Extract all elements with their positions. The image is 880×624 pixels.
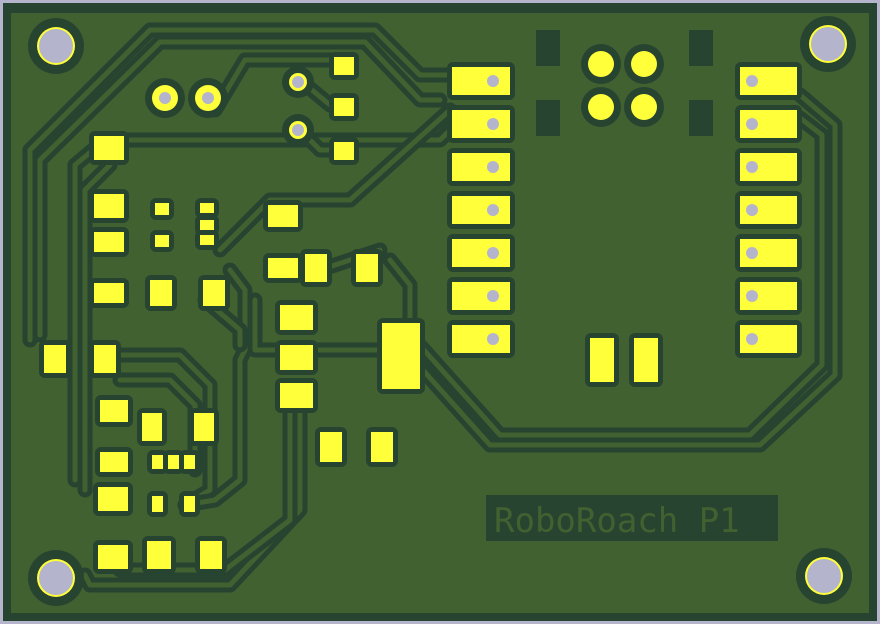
drill-hole	[487, 204, 499, 216]
header-pad-left	[452, 196, 510, 224]
smd-pad	[280, 305, 313, 330]
silkscreen-label: RoboRoach P1	[494, 501, 740, 541]
smd-pad	[200, 203, 214, 213]
smd-pad	[184, 496, 195, 512]
mounting-hole	[811, 27, 845, 61]
smd-pad	[320, 432, 342, 462]
drill-hole	[746, 161, 758, 173]
header-pad-left	[452, 282, 510, 310]
header-pad-left	[452, 325, 510, 353]
button-pad	[588, 94, 614, 120]
smd-pad	[356, 254, 378, 282]
drill-hole	[487, 290, 499, 302]
button-pad	[631, 94, 657, 120]
smd-pad	[280, 345, 313, 370]
smd-pad	[334, 98, 354, 116]
drill-hole	[746, 333, 758, 345]
header-pad-left	[452, 153, 510, 181]
drill-hole	[746, 118, 758, 130]
drill-hole	[487, 118, 499, 130]
smd-pad	[200, 220, 214, 230]
smd-pad	[371, 432, 393, 462]
track	[82, 162, 113, 493]
smd-pad	[194, 413, 214, 441]
mounting-hole	[39, 29, 73, 63]
drill-hole	[487, 333, 499, 345]
drill-hole	[487, 161, 499, 173]
smd-pad	[168, 455, 179, 469]
smd-pad	[155, 235, 169, 247]
smd-pad	[94, 136, 124, 160]
smd-pad	[203, 280, 225, 306]
smd-pad	[100, 400, 128, 422]
drill-hole	[159, 92, 171, 104]
drill-hole	[746, 204, 758, 216]
track	[412, 115, 825, 438]
button-pad	[588, 51, 614, 77]
silkscreen-label-box	[486, 495, 778, 541]
smd-pad	[155, 203, 169, 215]
drill-hole	[292, 124, 304, 136]
drill-hole	[202, 92, 214, 104]
header-pad-left	[452, 110, 510, 138]
smd-pad	[98, 545, 128, 569]
smd-pad	[200, 235, 214, 245]
smd-pad	[590, 338, 614, 382]
track	[217, 107, 453, 253]
smd-pad	[305, 254, 327, 282]
drill-hole	[746, 75, 758, 87]
smd-pad	[200, 541, 222, 569]
mounting-hole	[807, 559, 841, 593]
track	[27, 27, 493, 343]
smd-pad	[152, 496, 163, 512]
smd-pad	[152, 455, 163, 469]
track	[402, 92, 838, 448]
drill-hole	[487, 75, 499, 87]
drill-hole	[746, 290, 758, 302]
button-pad	[631, 51, 657, 77]
smd-pad	[184, 455, 195, 469]
smd-pad	[280, 383, 313, 408]
track	[37, 39, 443, 338]
pads	[39, 30, 802, 574]
smd-pad	[268, 258, 298, 278]
smd-pad	[94, 283, 124, 303]
header-pad-left	[452, 67, 510, 95]
header-pad-left	[452, 239, 510, 267]
smd-pad	[150, 280, 172, 306]
drill-hole	[487, 247, 499, 259]
mounting-holes	[28, 16, 856, 606]
smd-pad	[334, 142, 354, 160]
smd-pad	[147, 541, 171, 569]
smd-pad	[98, 487, 128, 511]
drill-hole	[292, 76, 304, 88]
smd-pad	[268, 205, 298, 227]
switch-pad	[536, 100, 560, 136]
track	[182, 267, 248, 508]
large-pad	[382, 323, 420, 389]
smd-pad	[94, 232, 124, 252]
smd-pad	[334, 57, 354, 75]
mounting-hole	[39, 561, 73, 595]
track	[387, 257, 413, 333]
smd-pad	[634, 338, 658, 382]
drill-hole	[746, 247, 758, 259]
switch-pad	[689, 30, 713, 66]
tracks	[22, 22, 843, 593]
smd-pad	[44, 345, 66, 373]
smd-pad	[94, 345, 116, 373]
smd-pad	[94, 194, 124, 218]
switch-pad	[536, 30, 560, 66]
smd-pad	[142, 413, 162, 441]
track	[82, 387, 303, 588]
smd-pad	[100, 452, 128, 472]
switch-pad	[689, 100, 713, 136]
